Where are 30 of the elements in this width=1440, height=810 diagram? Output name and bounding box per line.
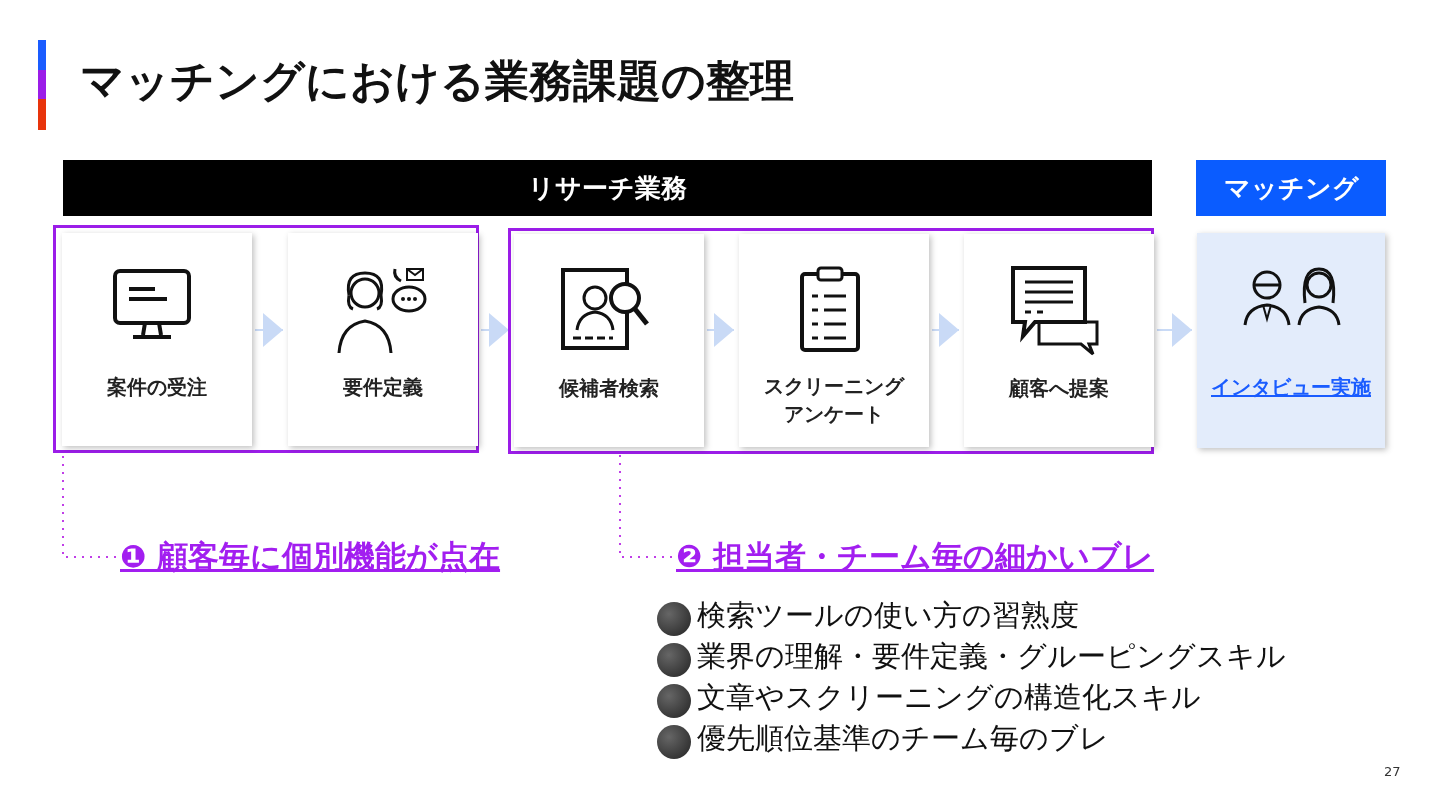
step-card [1197,233,1385,448]
step-label: スクリーニングアンケート [763,373,906,428]
bullet-text: 業界の理解・要件定義・グルーピングスキル [697,638,1286,675]
chevron-arrow [706,313,735,347]
link-text: インタビュー実施 [1211,374,1371,401]
step-card [739,234,929,447]
bullet-text: 文章やスクリーニングの構造化スキル [697,679,1201,716]
step-label: 顧客へ提案 [1009,375,1109,402]
step-card [964,234,1154,447]
step-card [514,234,704,447]
bullet-text: 優先順位基準のチーム毎のブレ [697,720,1109,757]
header-band: リサーチ業務 [63,160,1152,216]
slide-title: マッチングにおける業務課題の整理 [80,54,794,108]
chevron-arrow [931,313,960,347]
group-frame [53,225,479,453]
callout-heading: ❷ 担当者・チーム毎の細かいブレ [676,536,1155,578]
header-band: マッチング [1196,160,1386,216]
chevron-arrow [480,313,510,347]
chevron-arrow [1156,313,1193,347]
step-label: 案件の受注 [107,374,207,401]
group-frame [508,228,1154,454]
leader-line [619,453,673,558]
step-card [62,233,252,446]
bullet-text: 検索ツールの使い方の習熟度 [697,597,1079,634]
callout-heading: ❶ 顧客毎に個別機能が点在 [120,536,501,578]
page-number: 27 [1384,764,1401,779]
step-label: 要件定義 [343,374,423,401]
step-card [288,233,478,446]
chevron-arrow [254,313,284,347]
step-label: 候補者検索 [559,375,659,402]
